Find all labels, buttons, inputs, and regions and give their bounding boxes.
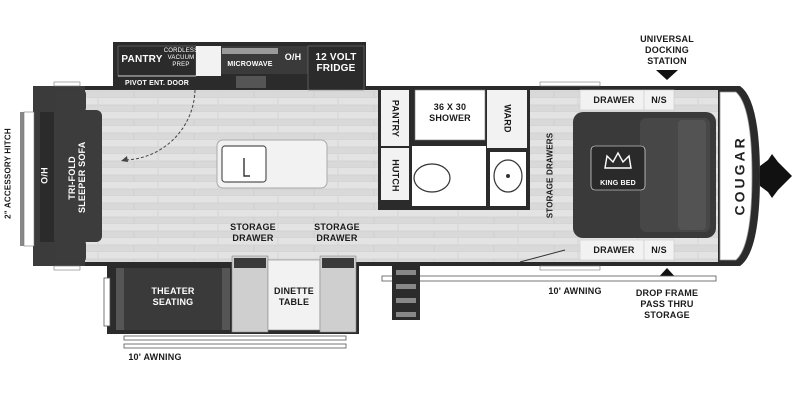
- wardrobe: [487, 90, 527, 148]
- awning-right-label: 10' AWNING: [548, 286, 602, 296]
- oh-top-label: O/H: [284, 52, 302, 62]
- accessory-hitch-label: 2" ACCESSORY HITCH: [3, 128, 13, 219]
- oh-left-label: O/H: [39, 167, 50, 184]
- drawer-top-label: DRAWER: [593, 95, 635, 105]
- ns-top: [643, 89, 675, 111]
- shower: [414, 89, 486, 141]
- storage-drawer-left: [231, 255, 269, 333]
- pantry-top-label: PANTRY: [121, 54, 163, 65]
- awning-left-label: 10' AWNING: [128, 352, 182, 362]
- ns-bottom-label: N/S: [651, 245, 667, 255]
- sofa-label: TRI-FOLD SLEEPER SOFA: [67, 141, 87, 213]
- fridge-label: 12 VOLT FRIDGE: [315, 52, 357, 74]
- cougar-logo: COUGAR: [731, 135, 748, 216]
- king-bed-label: KING BED: [600, 180, 636, 187]
- toilet: [413, 163, 451, 193]
- storage-drawers-cabinet: [530, 90, 570, 260]
- docking-arrow: [656, 70, 678, 80]
- storage-drawer-1-label: STORAGE DRAWER: [230, 222, 276, 243]
- pantry-bath: [381, 90, 409, 146]
- dinette-table: [267, 259, 321, 331]
- pass-thru-label: DROP FRAME PASS THRU STORAGE: [635, 288, 699, 320]
- ns-top-label: N/S: [651, 95, 667, 105]
- hutch: [381, 148, 409, 200]
- hitch: [760, 154, 792, 198]
- theater-seating: [116, 268, 230, 330]
- cordless-vacuum-label: CORDLESS VACUUM PREP: [163, 48, 199, 68]
- shower-label: 36 X 30 SHOWER: [429, 102, 471, 123]
- drawer-bottom-label: DRAWER: [593, 245, 635, 255]
- storage-drawers-label: STORAGE DRAWERS: [545, 132, 555, 219]
- main-awning: [381, 275, 717, 282]
- theater-label: THEATER SEATING: [151, 286, 195, 307]
- pivot-door-label: PIVOT ENT. DOOR: [124, 80, 190, 87]
- docking-station-label: UNIVERSAL DOCKING STATION: [640, 34, 694, 66]
- hutch-label: HUTCH: [390, 159, 401, 192]
- pantry-bath-label: PANTRY: [390, 99, 401, 138]
- crown-icon: [604, 151, 632, 169]
- ward-label: WARD: [502, 104, 513, 133]
- microwave-label: MICROWAVE: [227, 61, 273, 68]
- ns-bottom: [643, 239, 675, 261]
- dinette-label: DINETTE TABLE: [274, 286, 314, 307]
- storage-drawer-2-label: STORAGE DRAWER: [314, 222, 360, 243]
- storage-drawer-right: [319, 255, 357, 333]
- sleeper-sofa: [54, 110, 102, 242]
